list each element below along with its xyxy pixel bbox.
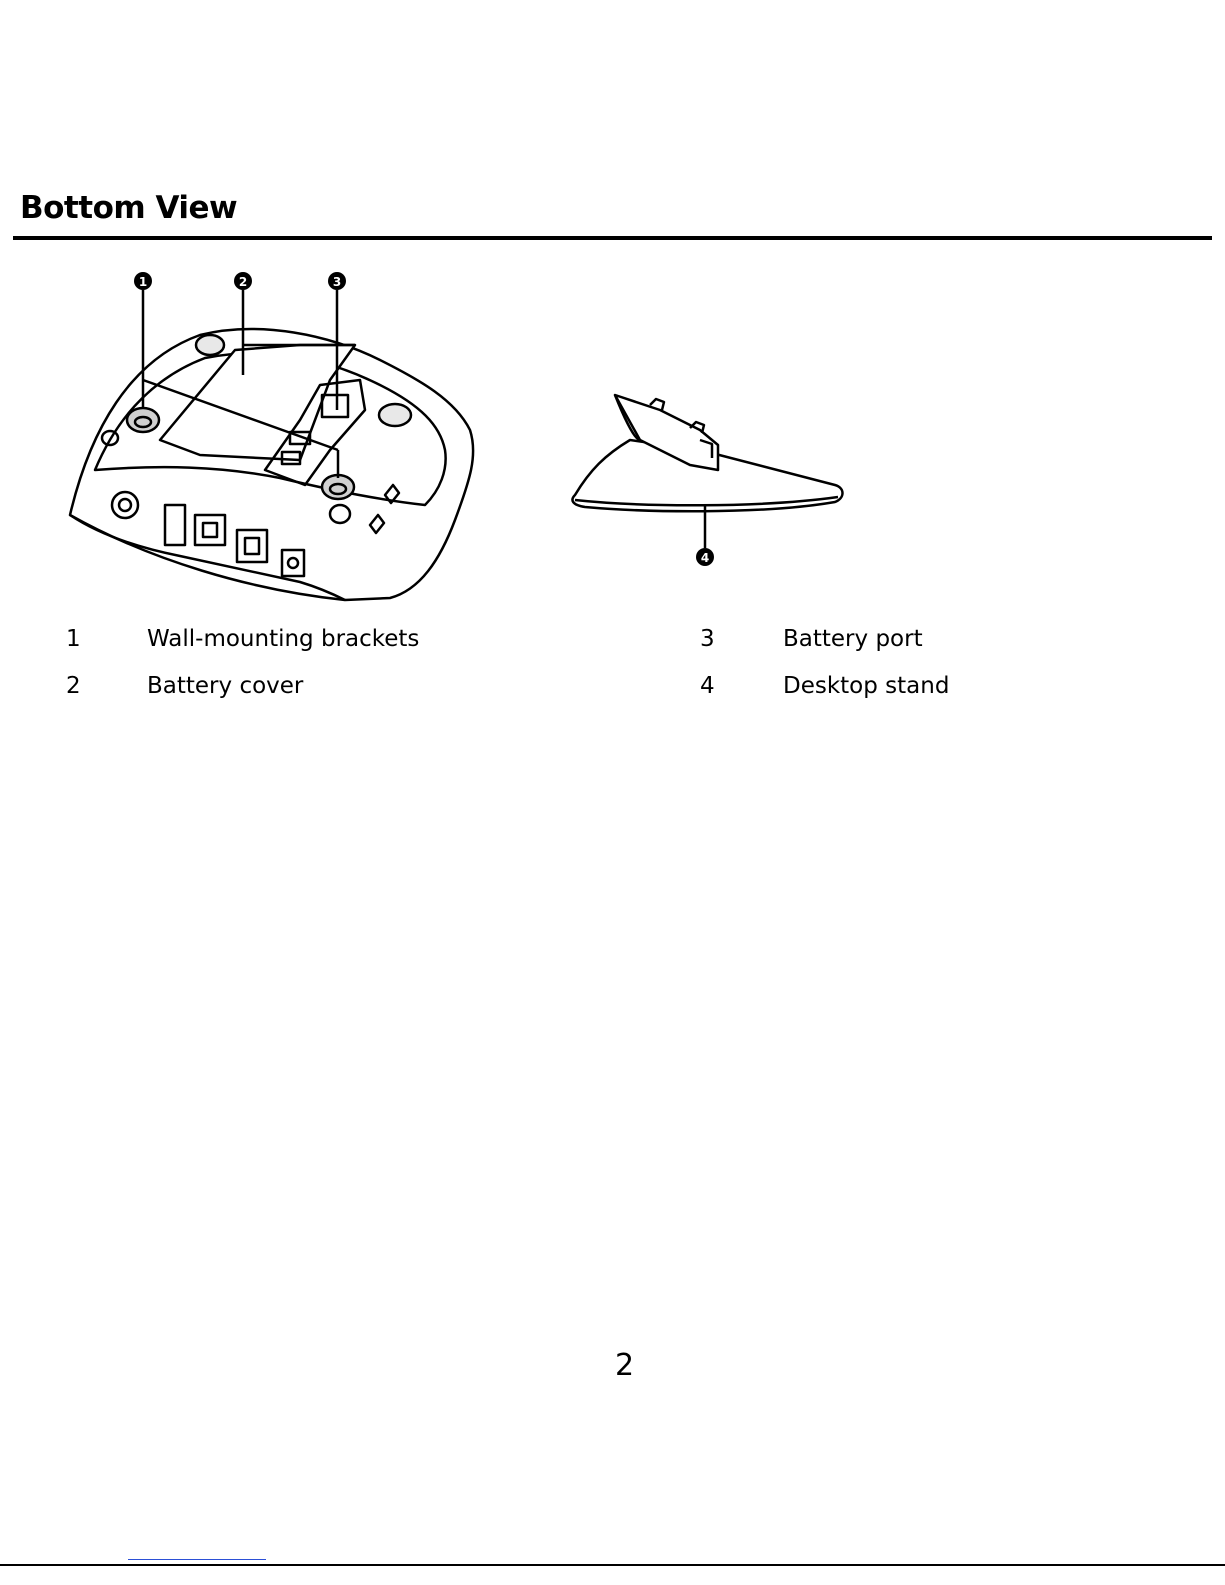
callout-number-1: 1 <box>139 275 147 289</box>
section-title: Bottom View <box>20 190 237 226</box>
legend-number-4: 4 <box>700 672 715 700</box>
desktop-stand-illustration <box>572 395 842 511</box>
callout-badge-4: 4 <box>696 548 714 566</box>
footer-link-underline <box>128 1559 266 1560</box>
legend-number-2: 2 <box>66 672 81 700</box>
legend-number-1: 1 <box>66 625 81 653</box>
bottom-view-figure: 1 2 3 4 <box>0 260 1225 610</box>
callout-number-4: 4 <box>701 551 709 565</box>
footer-rule <box>0 1564 1225 1566</box>
callout-number-3: 3 <box>333 275 341 289</box>
callout-badge-3: 3 <box>328 272 346 290</box>
legend-label-2: Battery cover <box>147 672 303 700</box>
phone-base-illustration <box>70 329 473 600</box>
legend-label-1: Wall-mounting brackets <box>147 625 419 653</box>
legend-label-3: Battery port <box>783 625 923 653</box>
legend-label-4: Desktop stand <box>783 672 949 700</box>
page-number: 2 <box>615 1348 634 1383</box>
callout-badge-1: 1 <box>134 272 152 290</box>
title-rule <box>13 236 1212 240</box>
callout-badge-2: 2 <box>234 272 252 290</box>
legend-number-3: 3 <box>700 625 715 653</box>
callout-number-2: 2 <box>239 275 247 289</box>
